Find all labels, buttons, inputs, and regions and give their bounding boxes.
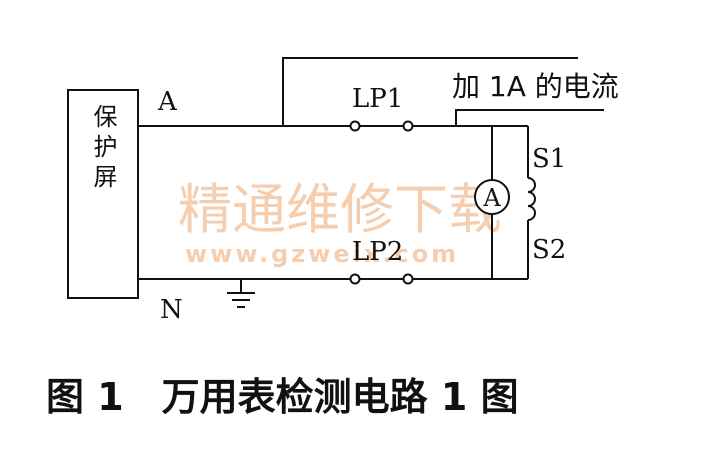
injection-lead-lower <box>455 109 604 126</box>
protection-screen-label: 保护屏 <box>89 104 117 194</box>
watermark-url: www.gzweix.com <box>185 240 459 268</box>
ammeter-symbol: A <box>482 184 501 212</box>
lp1-label: LP1 <box>352 84 403 114</box>
ct-coil-icon <box>527 177 536 221</box>
figure-caption: 图 1 万用表检测电路 1 图 <box>46 375 519 419</box>
lp2-terminal-right <box>402 273 414 285</box>
protection-screen-box <box>67 89 139 299</box>
lp2-terminal-left <box>349 273 361 285</box>
lp2-label: LP2 <box>352 237 403 267</box>
injection-lead-upper <box>282 57 578 126</box>
s1-label: S1 <box>532 144 566 174</box>
current-note: 加 1A 的电流 <box>452 70 619 103</box>
lp1-terminal-right <box>402 120 414 132</box>
s2-label: S2 <box>532 235 566 265</box>
node-a-label: A <box>157 87 178 117</box>
ammeter-icon <box>474 179 510 215</box>
node-n-label: N <box>160 295 183 325</box>
ground-icon <box>227 279 255 308</box>
watermark-text: 精通维修下载 <box>178 178 502 241</box>
lp1-terminal-left <box>349 120 361 132</box>
